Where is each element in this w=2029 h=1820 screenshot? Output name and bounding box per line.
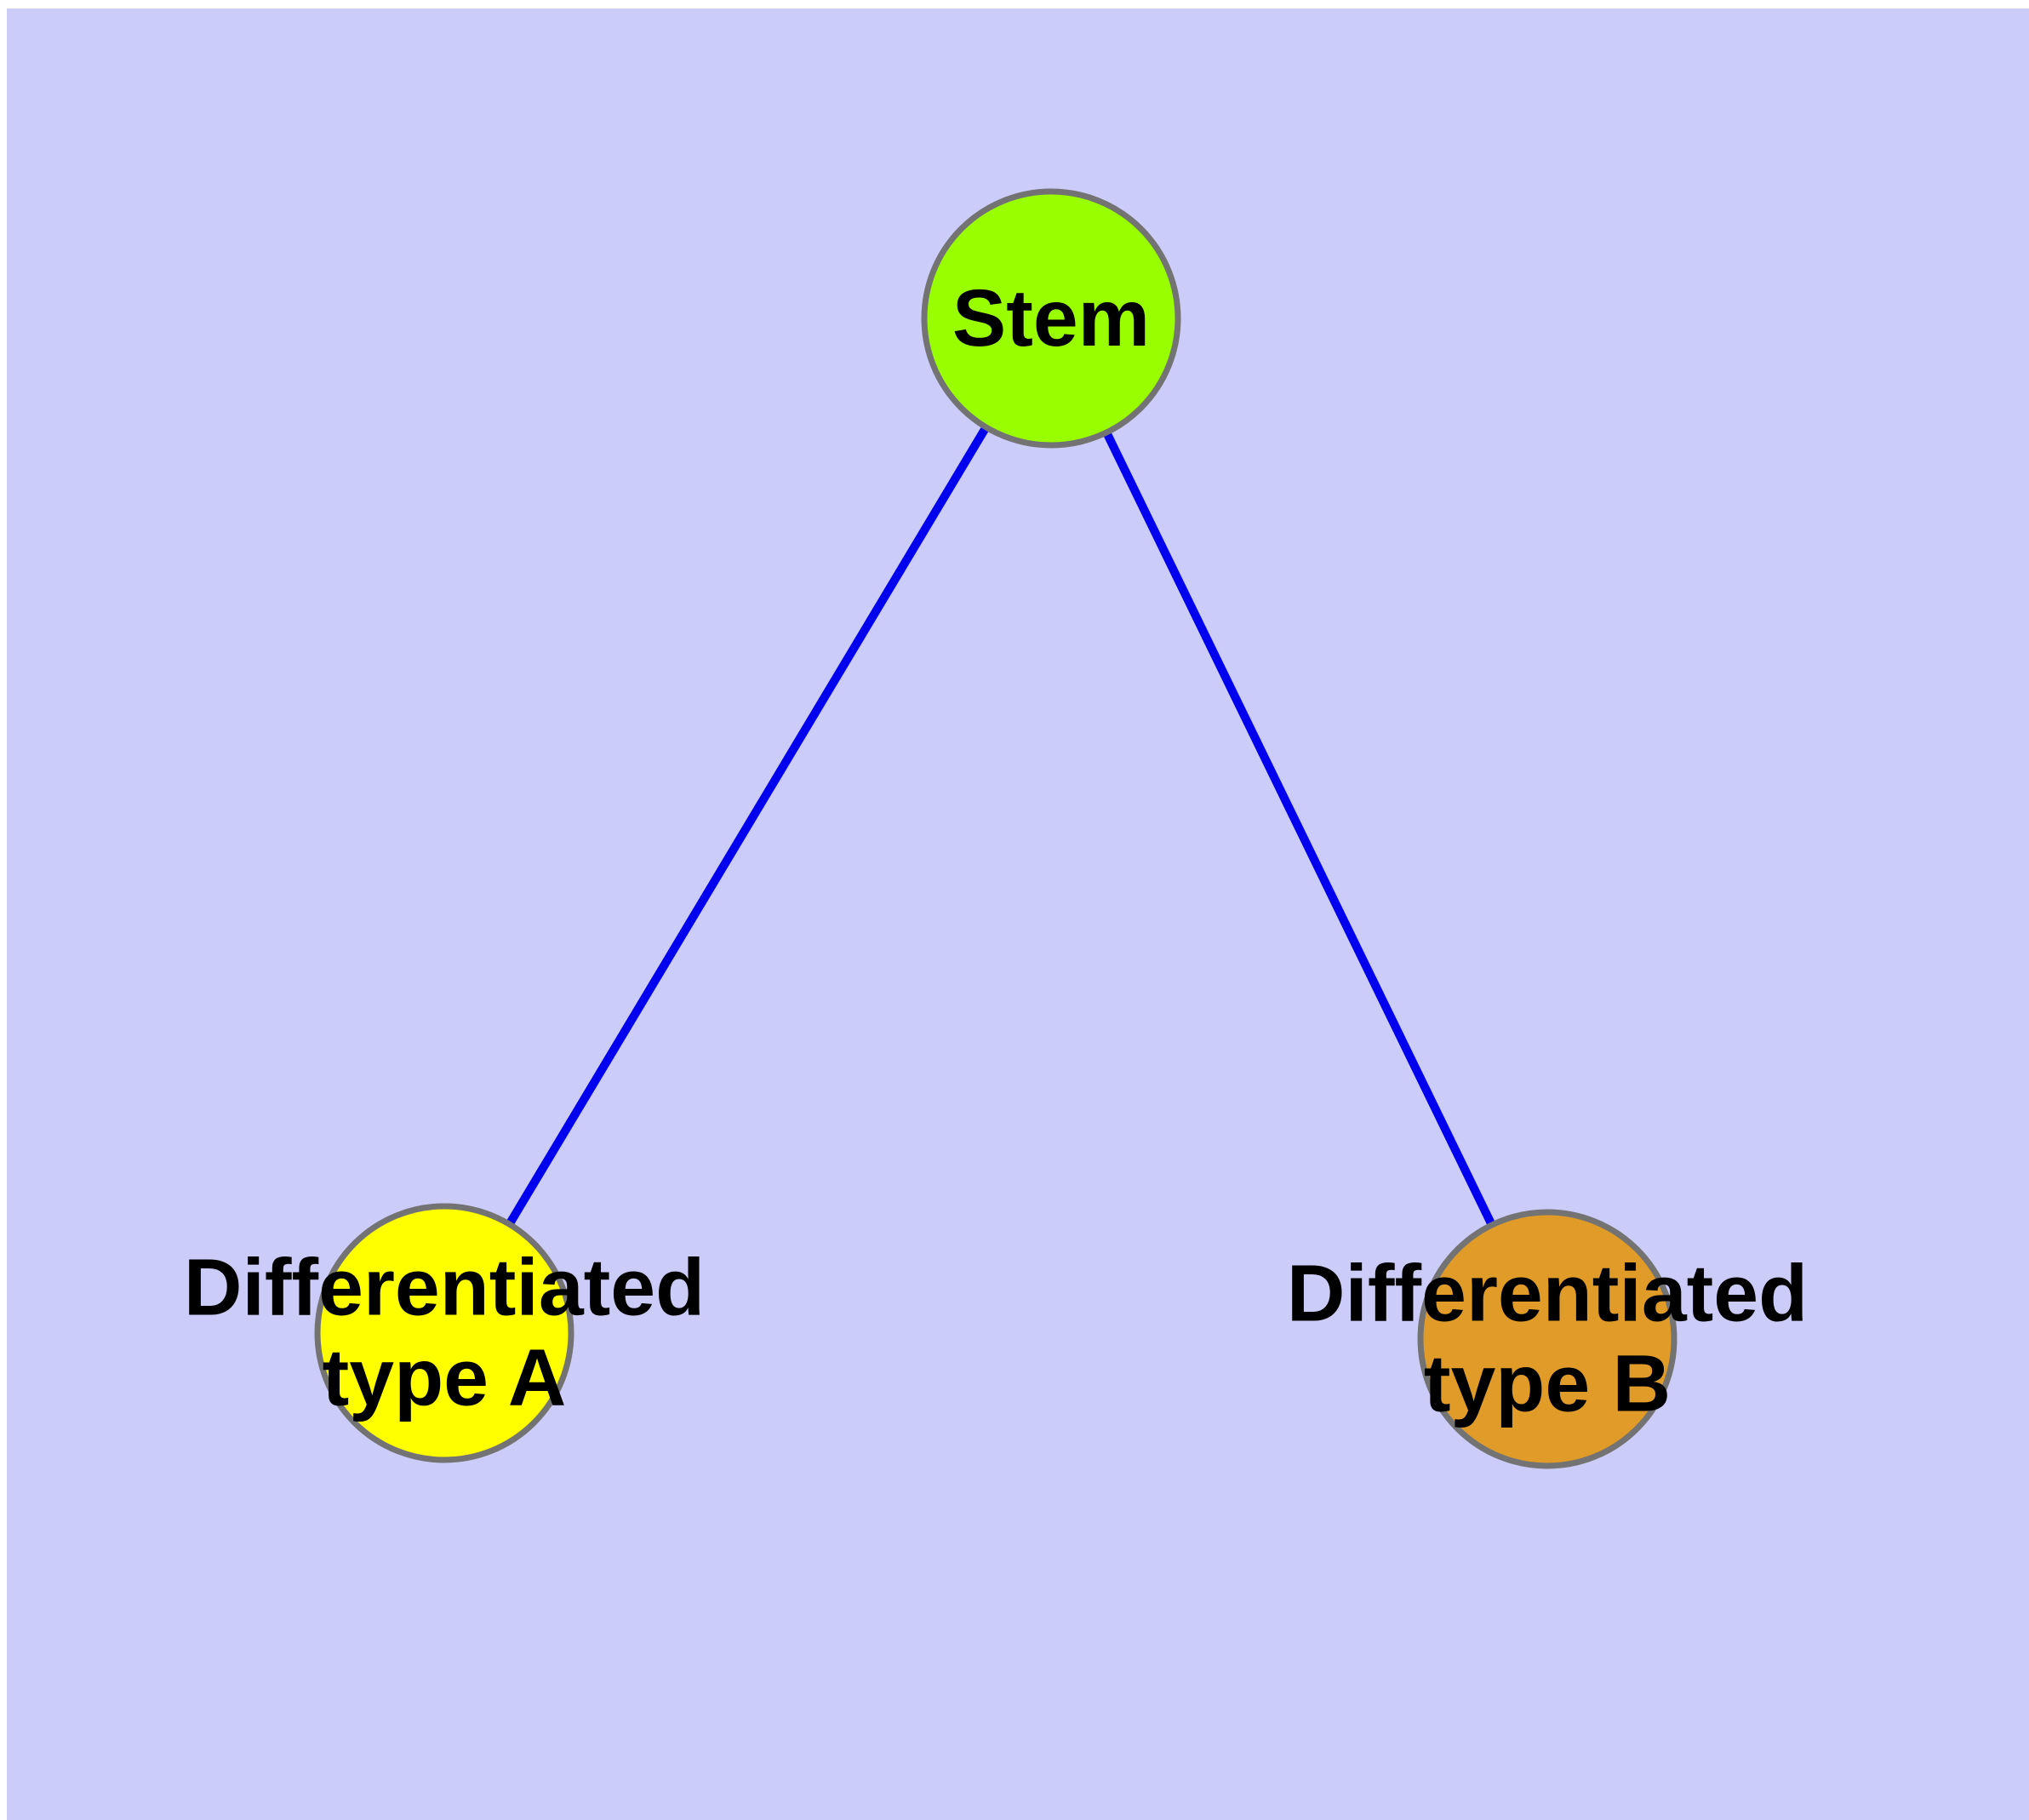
node-stem[interactable] — [921, 188, 1181, 449]
edge-stem-to-diff-b — [1047, 316, 1552, 1342]
node-layer — [314, 188, 1677, 1469]
edge-stem-to-diff-a — [440, 316, 1055, 1336]
edge-layer — [440, 316, 1552, 1342]
node-diff-b[interactable] — [1417, 1209, 1677, 1469]
node-diff-a[interactable] — [314, 1203, 574, 1463]
